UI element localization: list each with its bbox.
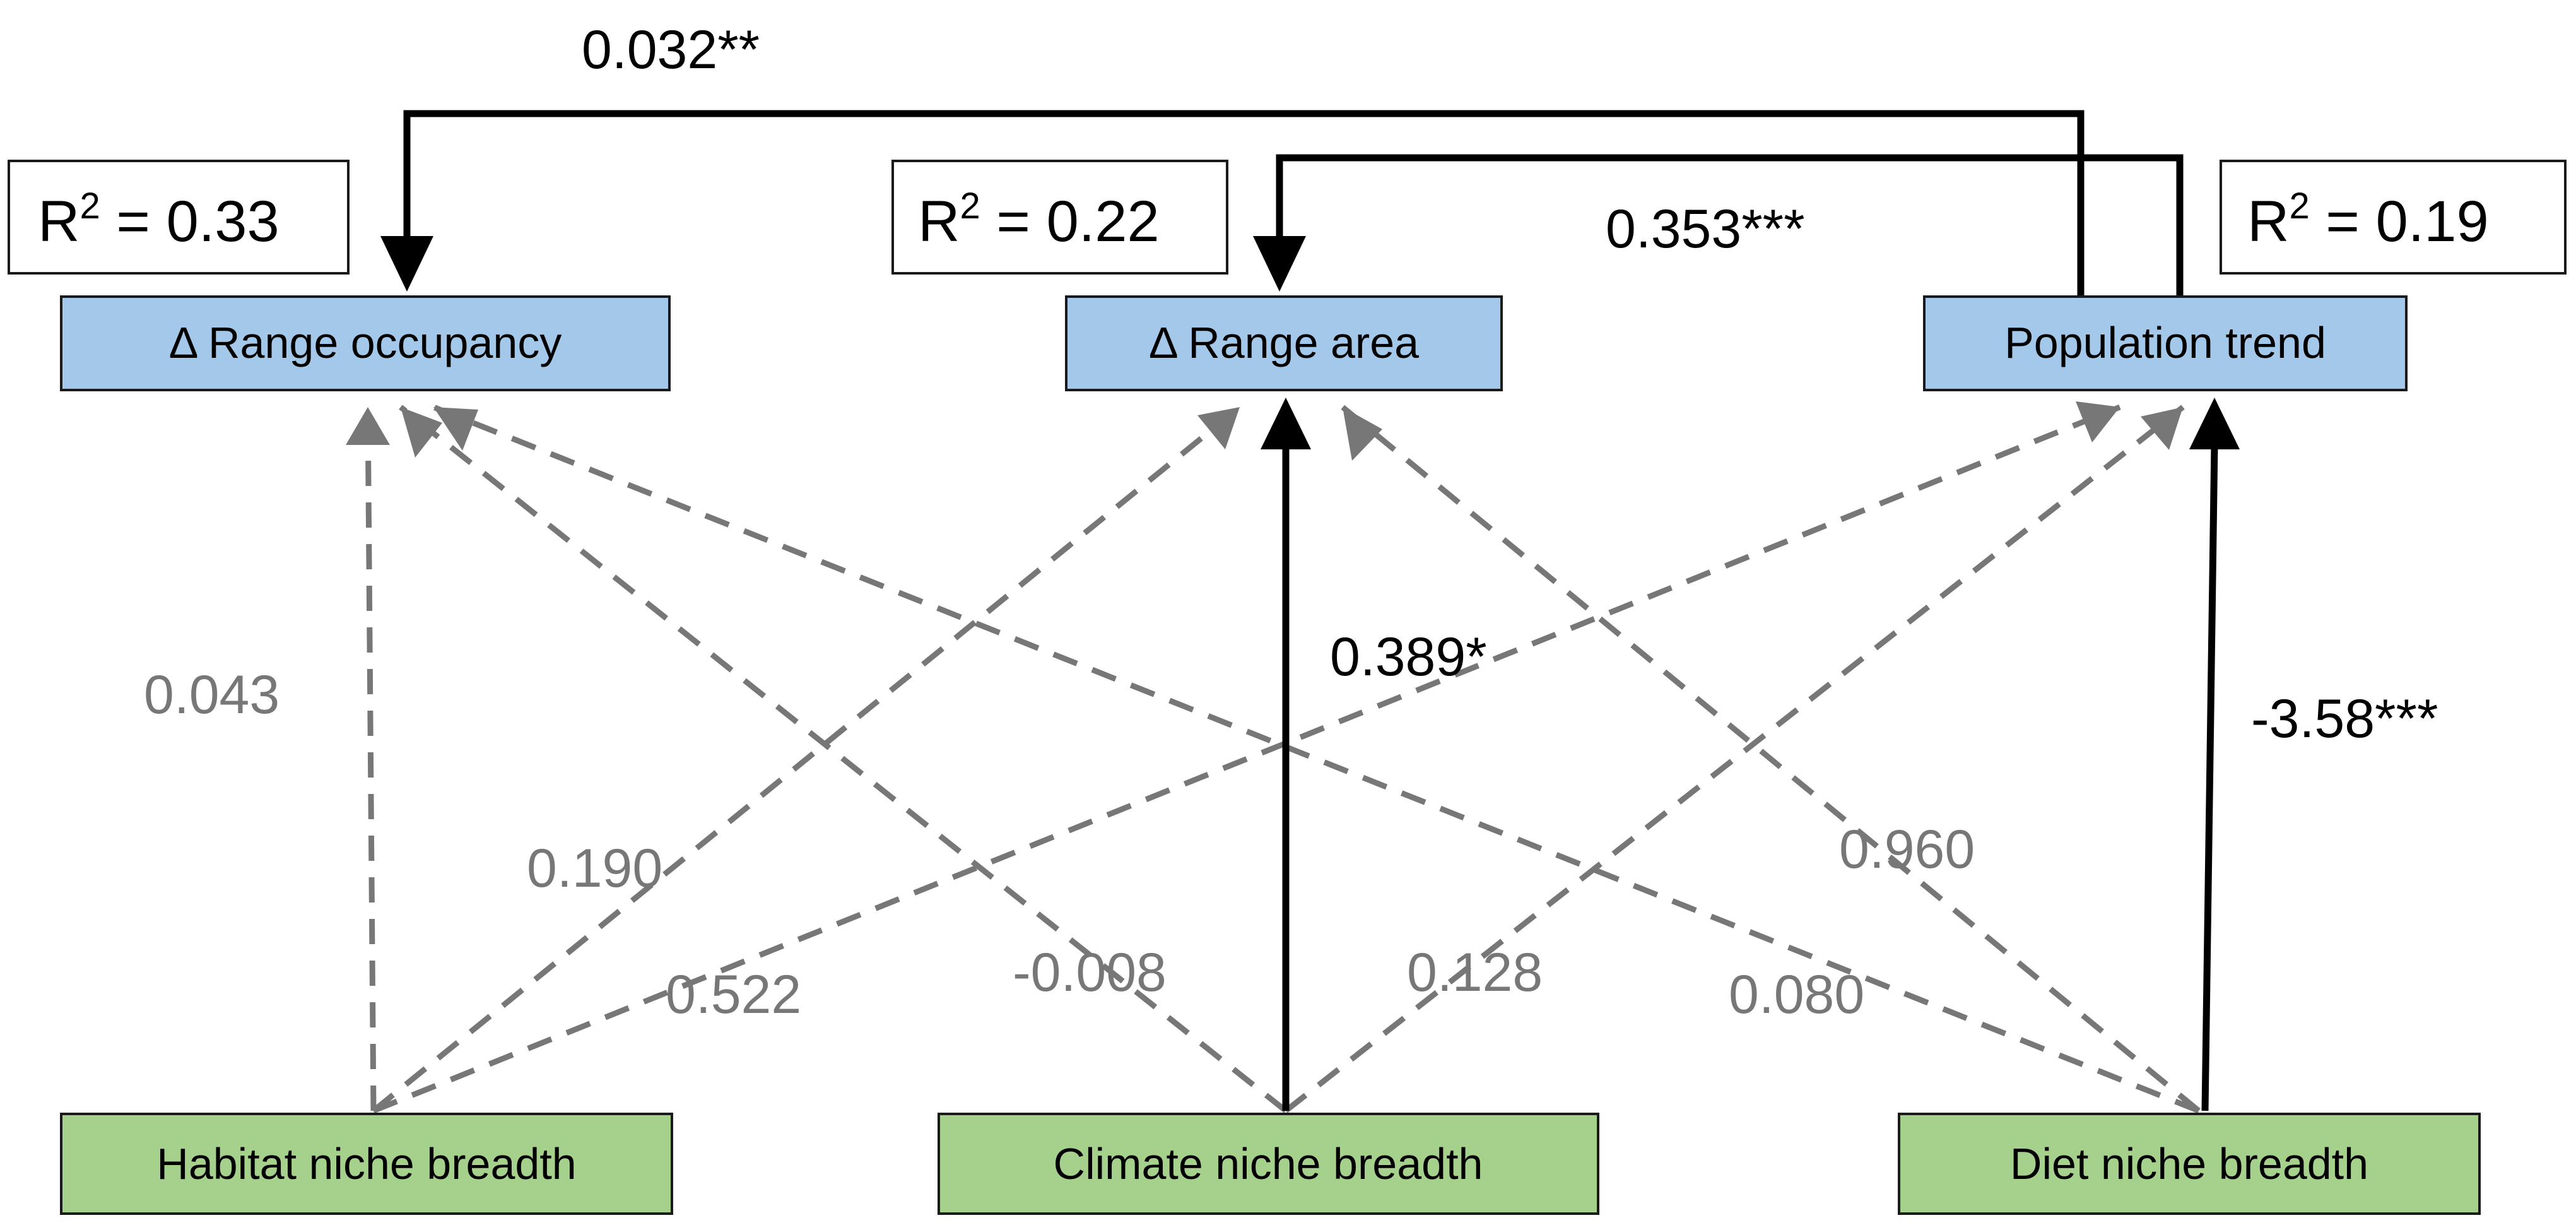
path-diet-to-pop [2201, 444, 2218, 1111]
r2-label: R2 = 0.22 [918, 186, 1160, 254]
coef-habitat-to-occupancy: 0.043 [144, 665, 279, 725]
r2-label: R2 = 0.19 [2247, 186, 2489, 254]
arrowhead-habitat-to-area [1197, 407, 1240, 449]
arrowhead-diet-to-pop [2189, 398, 2240, 449]
node-label: Diet niche breadth [2010, 1139, 2368, 1188]
path-pop-to-area [1276, 154, 2184, 297]
coef-diet-to-occupancy: 0.080 [1729, 964, 1864, 1025]
path-climate-to-occupancy [399, 405, 1288, 1113]
node-climate-niche-breadth: Climate niche breadth [938, 1113, 1599, 1215]
coef-habitat-to-pop: 0.522 [666, 964, 801, 1025]
node-habitat-niche-breadth: Habitat niche breadth [60, 1113, 673, 1215]
coef-pop-to-area: 0.353*** [1606, 199, 1805, 259]
path-diet-to-area [1341, 405, 2201, 1113]
significant-paths [403, 110, 2218, 1111]
arrowhead-climate-to-pop [2141, 407, 2183, 450]
node-population-trend: Population trend [1923, 295, 2408, 391]
node-range-occupancy: Δ Range occupancy [60, 295, 671, 391]
path-habitat-to-occupancy [365, 406, 377, 1111]
coef-climate-to-pop: 0.128 [1407, 942, 1543, 1003]
node-diet-niche-breadth: Diet niche breadth [1898, 1113, 2481, 1215]
node-label: Habitat niche breadth [156, 1139, 576, 1188]
path-pop-to-occupancy [403, 110, 2085, 297]
coef-climate-to-occupancy: -0.008 [1013, 942, 1167, 1003]
significant-arrowheads [380, 236, 2240, 449]
r2-label: R2 = 0.33 [38, 186, 279, 254]
node-label: Δ Range area [1149, 318, 1419, 367]
response-nodes: Δ Range occupancy Δ Range area Populatio… [60, 295, 2408, 391]
coef-diet-to-pop: -3.58*** [2251, 689, 2438, 749]
coef-pop-to-occupancy: 0.032** [582, 20, 760, 80]
predictor-nodes: Habitat niche breadth Climate niche brea… [60, 1113, 2481, 1215]
nonsignificant-paths [365, 404, 2201, 1114]
r-squared-boxes: R2 = 0.33 R2 = 0.22 R2 = 0.19 [8, 160, 2567, 275]
arrowhead-diet-to-area [1343, 407, 1382, 461]
coefficient-labels: 0.032** 0.353*** 0.389* -3.58*** 0.043 0… [144, 20, 2438, 1025]
node-range-area: Δ Range area [1065, 295, 1503, 391]
node-label: Δ Range occupancy [169, 318, 562, 367]
arrowhead-habitat-to-pop [2076, 401, 2120, 442]
node-label: Population trend [2004, 318, 2326, 367]
coef-climate-to-area: 0.389* [1330, 627, 1487, 687]
path-climate-to-pop [1284, 405, 2185, 1113]
coef-diet-to-area: 0.960 [1839, 819, 1975, 880]
r2-range-area: R2 = 0.22 [891, 160, 1228, 275]
arrowhead-habitat-to-occupancy [346, 407, 390, 445]
arrowhead-pop-to-area [1253, 236, 1306, 292]
arrowhead-climate-to-occupancy [401, 407, 442, 458]
path-diet-to-occupancy [432, 404, 2200, 1114]
arrowhead-diet-to-occupancy [433, 407, 478, 451]
arrowhead-climate-to-area [1261, 398, 1311, 449]
nonsignificant-arrowheads [346, 401, 2183, 461]
coef-habitat-to-area: 0.190 [527, 838, 662, 899]
r2-range-occupancy: R2 = 0.33 [8, 160, 350, 275]
node-label: Climate niche breadth [1054, 1139, 1483, 1188]
path-habitat-to-pop [372, 404, 2121, 1114]
arrowhead-pop-to-occupancy [380, 236, 433, 292]
r2-population-trend: R2 = 0.19 [2220, 160, 2567, 275]
path-habitat-to-area [372, 405, 1242, 1113]
